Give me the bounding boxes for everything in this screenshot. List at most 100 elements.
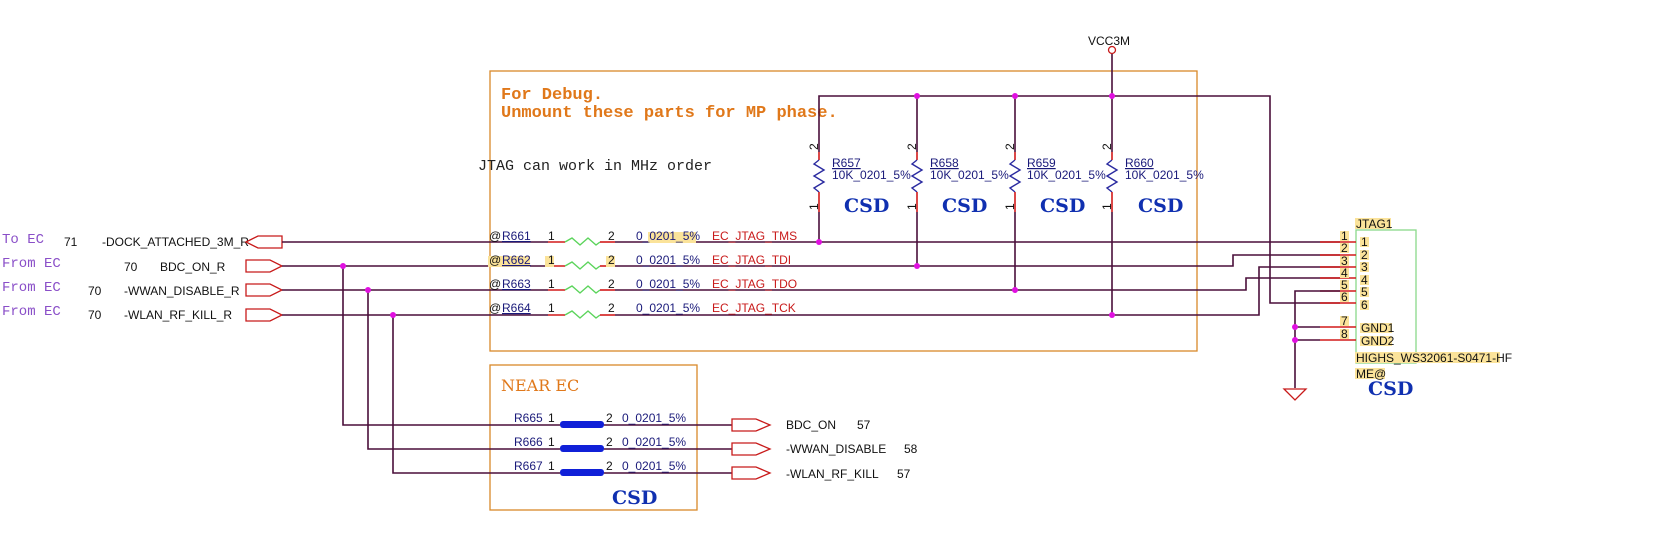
csd-tag-R658: CSD (942, 195, 987, 217)
junction-dot (390, 312, 396, 318)
junction-dot (365, 287, 371, 293)
junction-dot (914, 93, 920, 99)
resistor-symbol-icon (910, 159, 924, 193)
wire-ec-jtag-tdo (615, 277, 1340, 291)
ec-direction-2: From EC (2, 280, 61, 296)
value-R667: 0_0201_5% (622, 459, 686, 473)
vcc3m-rail-wire (818, 95, 1340, 304)
svg-text:1: 1 (548, 411, 555, 425)
svg-text:2: 2 (608, 229, 615, 243)
svg-text:2: 2 (608, 277, 615, 291)
ec-direction-1: From EC (2, 256, 61, 272)
pullup-R658 (910, 96, 924, 266)
near-ec-frame (489, 364, 698, 511)
connector-outer-pins: 1 2 3 4 5 6 7 8 (1340, 229, 1349, 341)
resistor-symbol-icon (564, 237, 601, 246)
junction-dot (1109, 93, 1115, 99)
svg-text:GND1: GND1 (1361, 321, 1395, 335)
resistor-symbol-icon (1008, 159, 1022, 193)
offpage-port-output-icon[interactable] (731, 466, 772, 480)
svg-text:2: 2 (1341, 241, 1348, 255)
svg-text:1: 1 (548, 301, 555, 315)
junction-dot (1292, 337, 1298, 343)
pin-label: 2 (905, 143, 919, 150)
offpage-port-output-icon[interactable] (731, 418, 772, 432)
wire-jtag-pin5-gnd (1294, 290, 1340, 388)
junctions (340, 93, 1298, 343)
pin-label: 1 (905, 203, 919, 210)
vcc3m-power-symbol (1107, 45, 1117, 55)
ec-page-2: 70 (88, 284, 102, 298)
pullup-R657 (812, 141, 826, 241)
svg-text:4: 4 (1341, 266, 1348, 280)
offpage-port-input-icon[interactable] (244, 235, 283, 249)
connector-inner-pins: 1 2 3 4 5 6 GND1 GND2 (1360, 235, 1395, 348)
net-wlan-rf-kill: -WLAN_RF_KILL (786, 467, 879, 481)
near-ec-R666 (560, 445, 732, 452)
csd-tag-R660: CSD (1138, 195, 1183, 217)
junction-dot (816, 239, 822, 245)
near-ec-labels: R665 1 2 0_0201_5% R666 1 2 0_0201_5% R6… (514, 411, 686, 509)
debug-note-line1: For Debug. (501, 86, 603, 105)
ec-net-2: -WWAN_DISABLE_R (124, 284, 240, 298)
near-ec-csd-tag: CSD (612, 487, 657, 509)
svg-text:1: 1 (548, 435, 555, 449)
junction-dot (1012, 93, 1018, 99)
ec-page-0: 71 (64, 235, 78, 249)
pin-label: 1 (1003, 203, 1017, 210)
ref-R663: R663 (502, 277, 531, 291)
svg-text:1: 1 (548, 459, 555, 473)
ref-R659: R659 (1027, 156, 1056, 170)
svg-text:6: 6 (1341, 290, 1348, 304)
value-R665: 0_0201_5% (622, 411, 686, 425)
pin-label: 2 (807, 143, 821, 150)
page-wlan-rf-kill: 57 (897, 467, 911, 481)
net-ec-jtag-tdo: EC_JTAG_TDO (712, 277, 797, 291)
pullup-labels: 2 1 2 1 2 1 2 1 R657 10K_0201_5% CSD R65… (807, 143, 1204, 217)
value-R663: 0_0201_5% (636, 277, 700, 291)
svg-text:@: @ (489, 301, 501, 315)
svg-text:@: @ (489, 277, 501, 291)
svg-text:2: 2 (606, 435, 613, 449)
value-R666: 0_0201_5% (622, 435, 686, 449)
net-ec-jtag-tck: EC_JTAG_TCK (712, 301, 796, 315)
resistor-symbol-icon (564, 310, 601, 319)
ec-direction-0: To EC (2, 232, 44, 248)
net-wwan-disable: -WWAN_DISABLE (786, 442, 886, 456)
ec-page-1: 70 (124, 260, 138, 274)
svg-text:2: 2 (608, 253, 615, 267)
svg-text:@: @ (489, 253, 501, 267)
svg-text:GND2: GND2 (1361, 334, 1395, 348)
offpage-port-output-icon[interactable] (245, 283, 284, 297)
svg-text:6: 6 (1361, 298, 1368, 312)
svg-text:2: 2 (606, 459, 613, 473)
pin-label: 2 (1100, 143, 1114, 150)
value-R658: 10K_0201_5% (930, 168, 1009, 182)
value-R660: 10K_0201_5% (1125, 168, 1204, 182)
debug-note-line2: Unmount these parts for MP phase. (501, 104, 838, 123)
svg-text:1: 1 (548, 253, 555, 267)
near-ec-note: NEAR EC (501, 376, 579, 395)
offpage-port-output-icon[interactable] (245, 259, 284, 273)
jtag-speed-note: JTAG can work in MHz order (478, 158, 712, 175)
ref-R662: R662 (502, 253, 531, 267)
svg-text:@: @ (489, 229, 501, 243)
ec-net-1: BDC_ON_R (160, 260, 226, 274)
pullup-R660 (1105, 96, 1119, 315)
csd-tag-R659: CSD (1040, 195, 1085, 217)
pin-label: 1 (807, 203, 821, 210)
svg-text:3: 3 (1341, 254, 1348, 268)
svg-text:3: 3 (1361, 260, 1368, 274)
svg-text:2: 2 (606, 411, 613, 425)
ref-R666: R666 (514, 435, 543, 449)
ec-page-3: 70 (88, 308, 102, 322)
ref-R661: R661 (502, 229, 531, 243)
offpage-port-output-icon[interactable] (731, 442, 772, 456)
svg-text:1: 1 (548, 229, 555, 243)
connector-csd-tag: CSD (1368, 378, 1413, 400)
resistor-symbol-icon (1105, 159, 1119, 193)
offpage-port-output-icon[interactable] (245, 308, 284, 322)
net-bdc-on: BDC_ON (786, 418, 836, 432)
connector-part-number: HIGHS_WS32061-S0471-HF (1356, 351, 1512, 365)
csd-tag-R657: CSD (844, 195, 889, 217)
